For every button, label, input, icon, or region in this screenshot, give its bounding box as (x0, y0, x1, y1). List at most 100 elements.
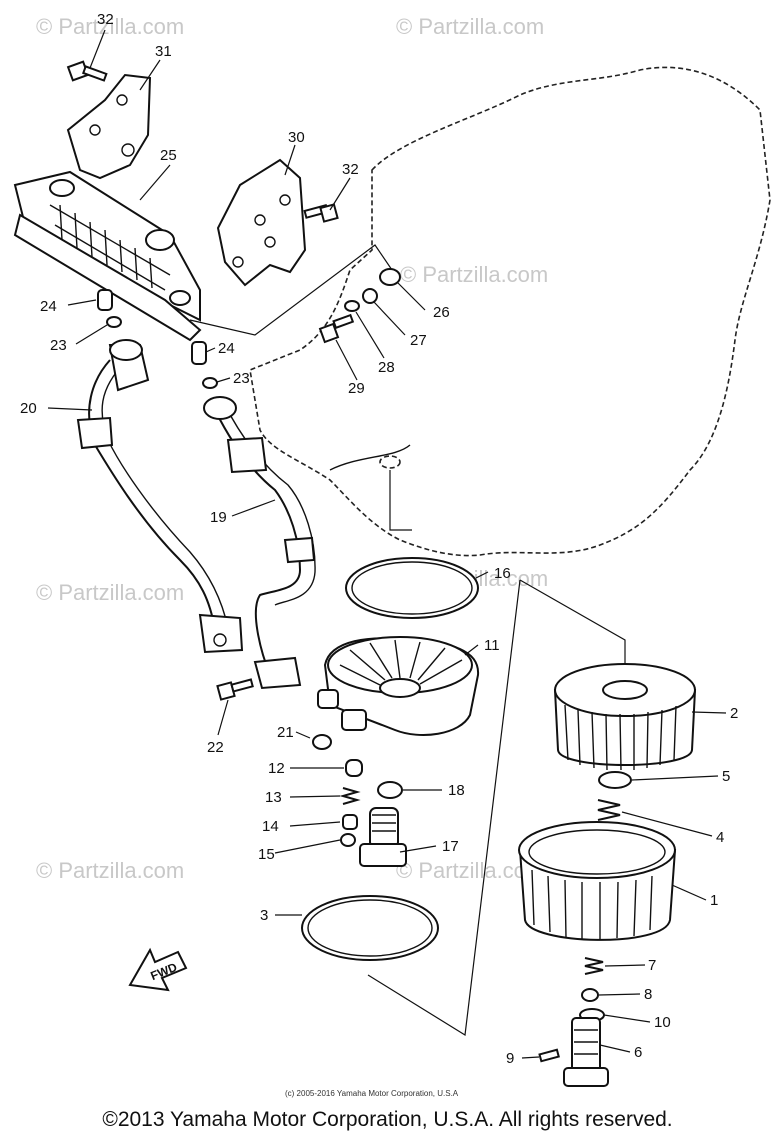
oil-cooler-25 (13, 170, 202, 342)
callout-22: 22 (207, 739, 224, 756)
leader-20 (47, 407, 93, 411)
leader-22 (217, 699, 229, 736)
bolt-29 (318, 313, 355, 344)
leader-23-left (75, 324, 108, 345)
oil-filter-housing-11 (317, 636, 480, 736)
callout-9: 9 (506, 1050, 514, 1067)
reference-line-filter-bolt (389, 470, 412, 531)
callout-28: 28 (378, 359, 395, 376)
callout-2: 2 (730, 705, 738, 722)
callout-21: 21 (277, 724, 294, 741)
callout-32-top: 32 (97, 11, 114, 28)
oil-cooler-exploded-diagram: © Partzilla.com © Partzilla.com © Partzi… (13, 11, 771, 1098)
leader-30 (284, 144, 296, 176)
washer-5 (598, 771, 632, 789)
o-ring-23-left (106, 316, 122, 328)
leader-23-right (216, 377, 231, 383)
callout-31: 31 (155, 43, 172, 60)
callout-29: 29 (348, 380, 365, 397)
callout-3: 3 (260, 907, 268, 924)
callout-18: 18 (448, 782, 465, 799)
spring-13 (339, 787, 361, 805)
reference-line-bracket (189, 244, 393, 336)
leader-32-top (89, 29, 106, 69)
engine-drain-hole (379, 455, 401, 469)
callout-15: 15 (258, 846, 275, 863)
watermark-mid-right: © Partzilla.com (400, 262, 548, 287)
leader-11 (464, 644, 479, 656)
leader-24-left (67, 299, 97, 306)
leader-29 (335, 339, 358, 381)
leader-6 (599, 1044, 631, 1053)
callout-23-left: 23 (50, 337, 67, 354)
callout-25: 25 (160, 147, 177, 164)
callout-17: 17 (442, 838, 459, 855)
callout-32-right: 32 (342, 161, 359, 178)
callout-10: 10 (654, 1014, 671, 1031)
leader-32-right (329, 177, 351, 211)
callout-7: 7 (648, 957, 656, 974)
watermark-lower-center: © Partzilla.com (396, 858, 544, 883)
o-ring-3 (301, 895, 439, 961)
washer-28 (344, 300, 360, 312)
watermark-top-center: © Partzilla.com (396, 14, 544, 39)
leader-19 (231, 499, 276, 517)
valve-14 (342, 814, 358, 830)
bolt-32-right (303, 203, 339, 223)
callout-4: 4 (716, 829, 724, 846)
leader-27 (373, 301, 406, 336)
callout-30: 30 (288, 129, 305, 146)
leader-16 (475, 571, 489, 579)
leader-10 (603, 1014, 651, 1023)
reference-line-cover (367, 579, 521, 1037)
callout-24-left: 24 (40, 298, 57, 315)
oil-hose-19 (203, 396, 316, 690)
bolt-32-top (66, 60, 108, 82)
callout-12: 12 (268, 760, 285, 777)
callout-24-right: 24 (218, 340, 235, 357)
callout-14: 14 (262, 818, 279, 835)
leader-4 (621, 811, 713, 837)
callout-26: 26 (433, 304, 450, 321)
union-bolt-17 (359, 807, 407, 867)
bracket-30 (216, 158, 307, 287)
oil-filter-cover-1 (518, 821, 677, 941)
leader-24-right (205, 347, 216, 353)
leader-8 (598, 993, 641, 996)
callout-8: 8 (644, 986, 652, 1003)
o-ring-23-right (202, 377, 218, 389)
leader-9 (521, 1056, 540, 1059)
union-bolt-24-left (97, 289, 113, 311)
fwd-arrow-icon: FWD (128, 947, 188, 992)
callout-13: 13 (265, 789, 282, 806)
engine-outline (249, 66, 771, 557)
leader-15 (274, 839, 341, 854)
union-bolt-24-right (191, 341, 207, 365)
oil-hose-20 (76, 339, 244, 654)
leader-25 (139, 164, 171, 201)
bolt-22 (216, 678, 254, 701)
watermark-left: © Partzilla.com (36, 580, 184, 605)
washer-8 (581, 988, 599, 1002)
collar-27 (362, 288, 378, 304)
oil-filter-element-2 (553, 663, 697, 771)
damper-26 (379, 268, 401, 286)
callout-11: 11 (484, 637, 500, 654)
o-ring-16 (345, 557, 479, 619)
leader-1 (671, 884, 707, 901)
inner-copyright: (c) 2005-2016 Yamaha Motor Corporation, … (285, 1089, 459, 1098)
leader-28 (355, 311, 385, 359)
plug-12 (345, 759, 363, 777)
spring-4 (597, 799, 621, 821)
o-ring-18 (377, 781, 403, 799)
pin-9 (538, 1048, 560, 1063)
leader-13 (289, 795, 341, 798)
callout-23-right: 23 (233, 370, 250, 387)
o-ring-21 (312, 734, 332, 750)
filter-bolt-6 (563, 1017, 609, 1087)
callout-16: 16 (494, 565, 511, 582)
leader-31 (139, 59, 161, 91)
callout-19: 19 (210, 509, 227, 526)
leader-5 (631, 775, 719, 781)
engine-crease (329, 444, 411, 471)
